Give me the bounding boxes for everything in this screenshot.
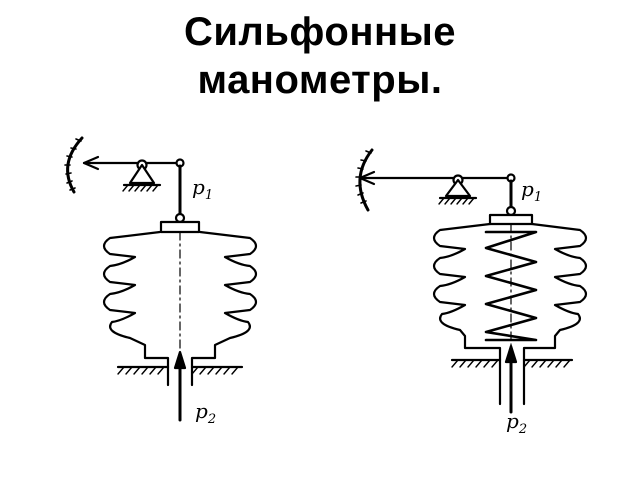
right-spring: [484, 230, 538, 342]
left-bellows-gauge: p1 p2: [64, 136, 258, 427]
left-base: [116, 365, 244, 387]
left-dial-scale: [64, 136, 84, 194]
left-bellows: [102, 230, 258, 369]
left-p2-arrow: [173, 350, 187, 422]
left-pointer-arrow: [82, 155, 182, 171]
right-pointer-arrow: [358, 170, 513, 186]
right-bellows-gauge: p1 p2: [355, 148, 588, 437]
left-p2-label: p2: [195, 399, 216, 427]
right-rod-joint: [505, 205, 517, 217]
right-bellows: [432, 222, 588, 362]
right-p2-label: p2: [506, 409, 527, 437]
right-base: [450, 358, 574, 406]
left-pivot-support: [122, 159, 162, 192]
title-line-1: Сильфонные: [183, 10, 457, 54]
left-rod-joint: [174, 212, 186, 224]
left-top-cap: [159, 220, 201, 234]
right-p1-label: p1: [521, 177, 542, 205]
right-pivot-support: [438, 174, 478, 205]
right-p2-arrow: [504, 344, 518, 414]
left-p1-label: p1: [192, 175, 213, 203]
slide-title: Сильфонные манометры.: [0, 8, 640, 104]
title-line-2: манометры.: [197, 58, 443, 102]
right-top-cap: [488, 213, 534, 226]
